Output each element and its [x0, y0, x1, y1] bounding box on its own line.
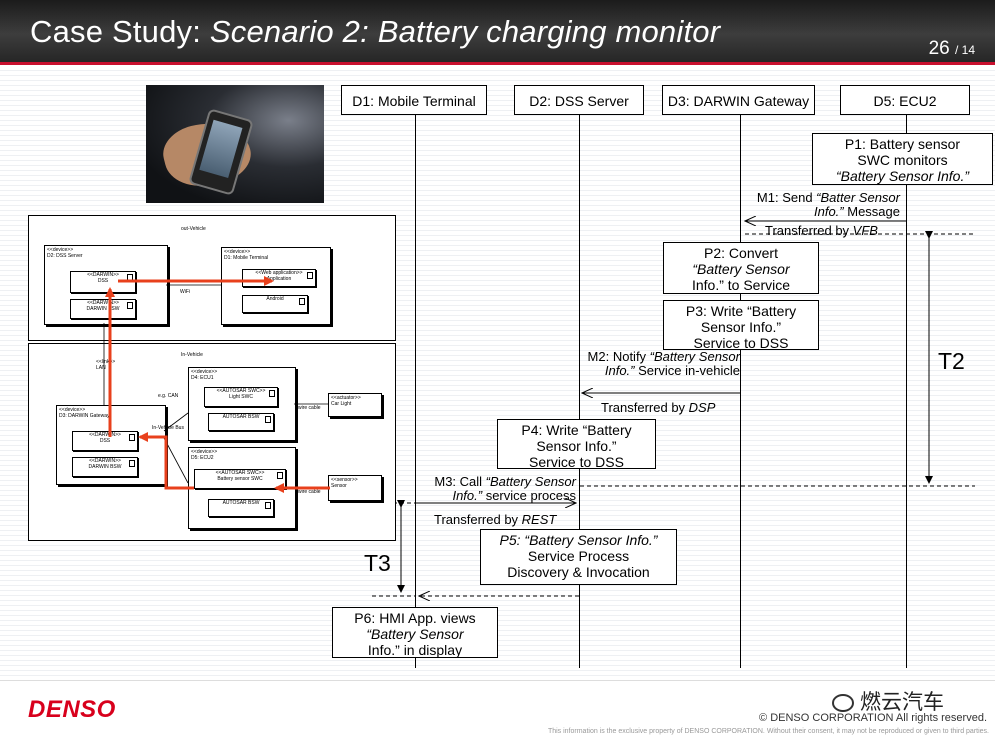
lane-dss-server: D2: DSS Server: [514, 85, 644, 115]
denso-logo: DENSO: [28, 696, 116, 723]
light-swc-component: <<AUTOSAR SWC>> Light SWC: [204, 387, 278, 407]
p5-box: P5: “Battery Sensor Info.” Service Proce…: [480, 529, 677, 585]
footer-divider: [0, 680, 995, 681]
deployment-connectors: [103, 276, 330, 493]
p3-box: P3: Write “Battery Sensor Info.” Service…: [663, 300, 819, 351]
dss-component-gateway: <<DARWIN>> DSS: [72, 431, 138, 451]
disclaimer-text: This information is the exclusive proper…: [547, 728, 989, 735]
m3-label: M3: Call “Battery Sensor Info.” service …: [434, 474, 576, 503]
darwin-bsw-server: <<DARWIN>> DARWIN BSW: [70, 299, 136, 319]
lifeline-gateway: [740, 115, 741, 668]
slide-title: Case Study: Scenario 2: Battery charging…: [30, 14, 721, 49]
android-component: Android: [242, 295, 308, 313]
rest-label: Transferred by REST: [434, 512, 557, 527]
p1-box: P1: Battery sensor SWC monitors “Battery…: [812, 133, 993, 185]
dsp-label: Transferred by DSP: [601, 400, 716, 415]
copyright-text: © DENSO CORPORATION All rights reserved.: [759, 712, 987, 724]
m1-label: M1: Send “Batter Sensor Info.” Message: [756, 190, 900, 219]
t3-label: T3: [364, 550, 391, 576]
lifeline-ecu2: [906, 115, 907, 668]
vfb-label: Transferred by VFB: [765, 223, 878, 238]
p2-box: P2: Convert “Battery Sensor Info.” to Se…: [663, 242, 819, 294]
slide-header: Case Study: Scenario 2: Battery charging…: [0, 0, 995, 65]
wechat-icon: [832, 694, 854, 713]
lane-ecu2: D5: ECU2: [840, 85, 970, 115]
p4-box: P4: Write “Battery Sensor Info.” Service…: [497, 419, 656, 470]
darwin-bsw-gateway: <<DARWIN>> DARWIN BSW: [72, 457, 138, 477]
page-number: 26 / 14: [928, 38, 975, 59]
t2-label: T2: [938, 348, 965, 374]
deployment-diagram: out-Vehicle In-Vehicle <<device>> D2: DS…: [28, 213, 396, 543]
car-light-actuator: <<actuator>> Car Light: [328, 393, 382, 417]
phone-photo: [146, 85, 324, 203]
p6-box: P6: HMI App. views “Battery Sensor Info.…: [332, 607, 498, 658]
m2-label: M2: Notify “Battery Sensor Info.” Servic…: [587, 349, 740, 378]
lifeline-dss: [579, 115, 580, 668]
lane-mobile-terminal: D1: Mobile Terminal: [341, 85, 487, 115]
autosar-bsw-ecu1: AUTOSAR BSW: [208, 413, 274, 431]
autosar-bsw-ecu2: AUTOSAR BSW: [208, 499, 274, 517]
battery-sensor-swc-component: <<AUTOSAR SWC>> Battery sensor SWC: [194, 469, 286, 489]
lane-darwin-gateway: D3: DARWIN Gateway: [662, 85, 815, 115]
lifeline-mobile: [415, 115, 416, 668]
wechat-watermark: 燃云汽车: [832, 686, 944, 716]
